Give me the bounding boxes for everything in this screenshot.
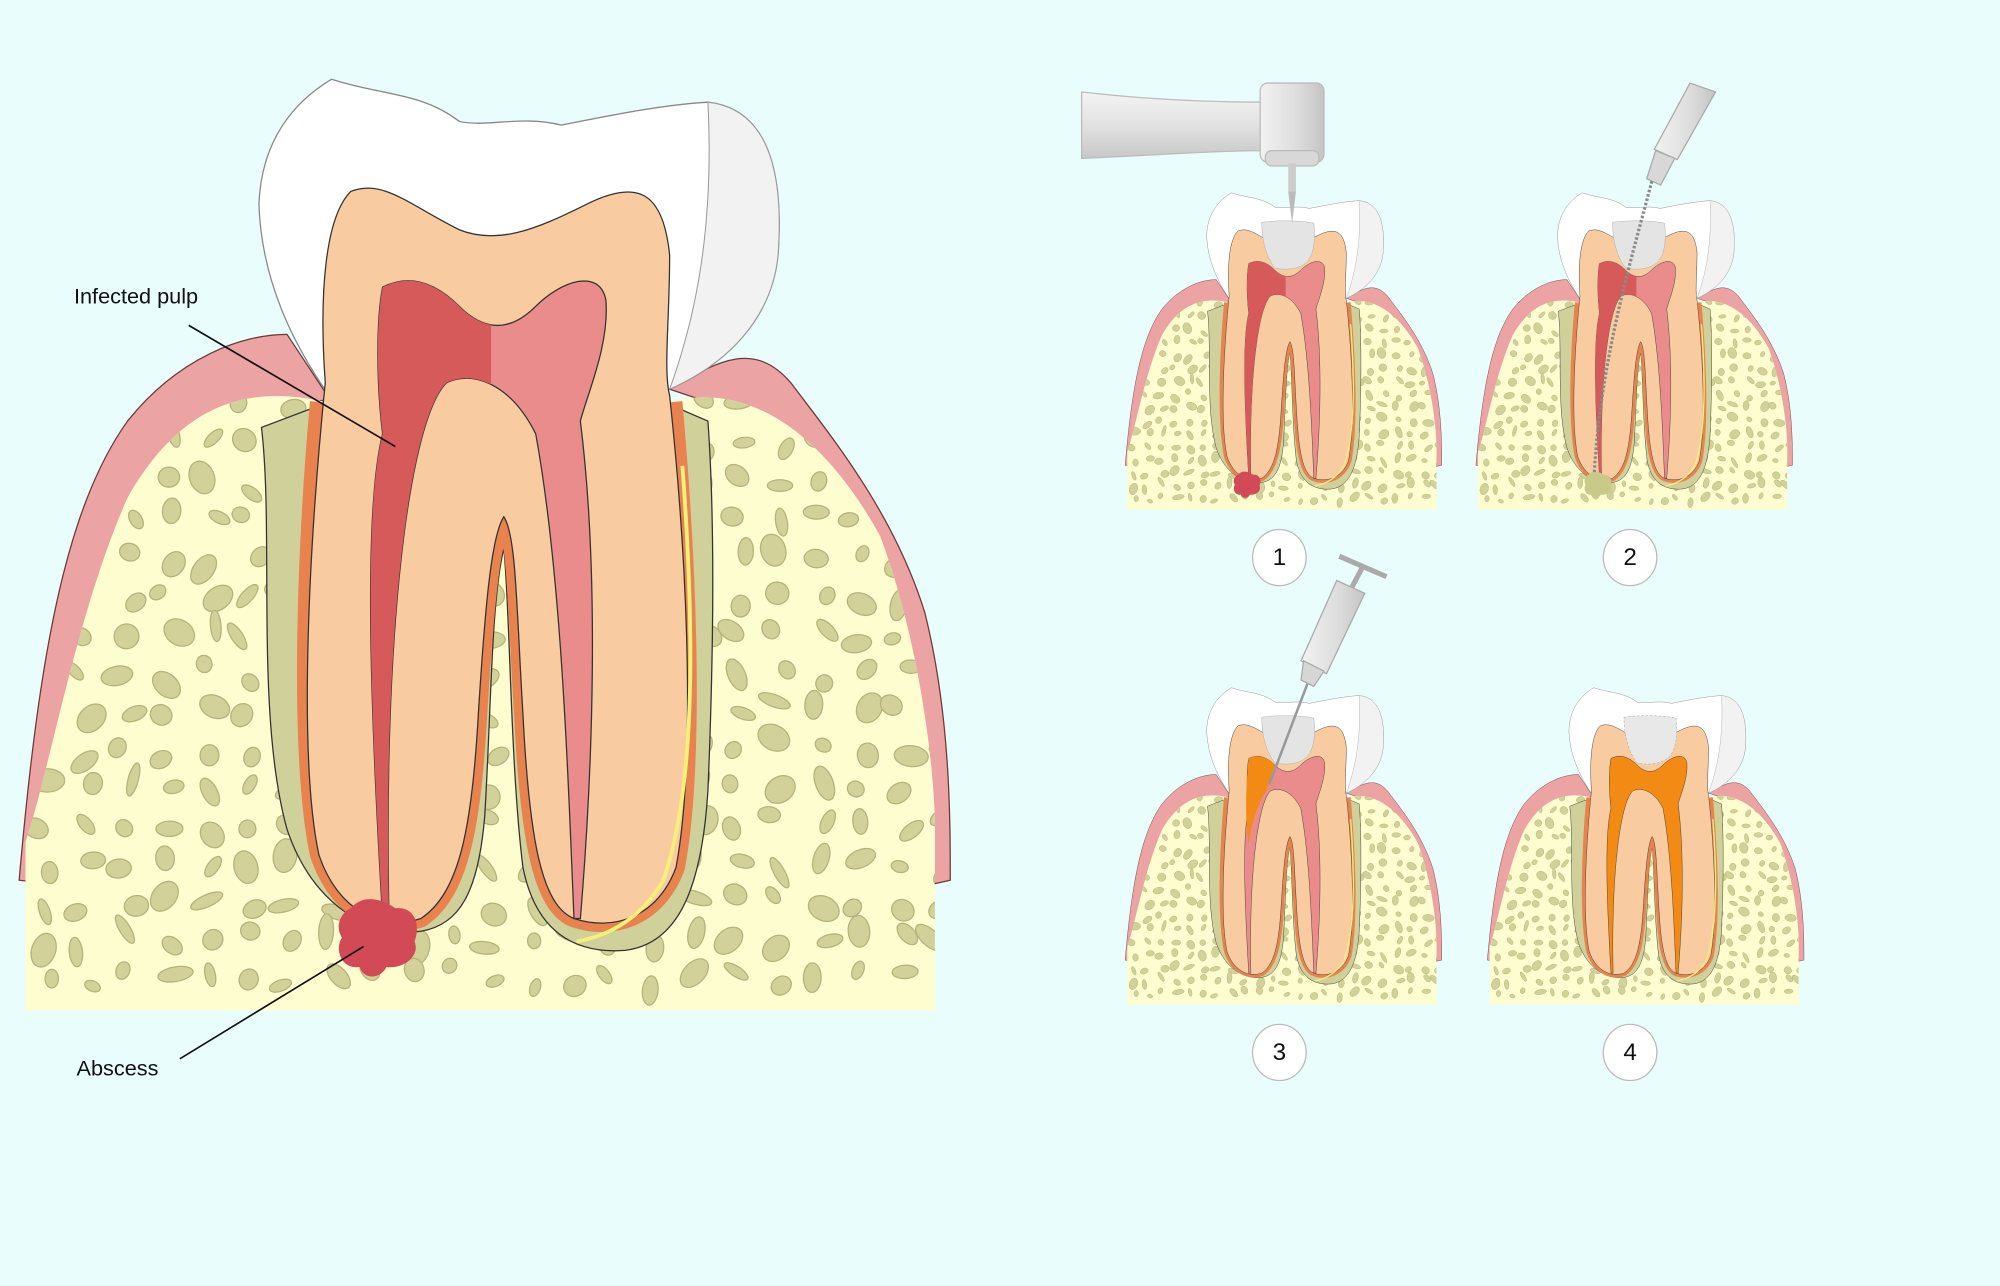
step-1-illustration: [1123, 193, 1447, 510]
step-number: 1: [1273, 544, 1286, 571]
infected-pulp-leader: [188, 324, 396, 448]
abscess-label: Abscess: [77, 1055, 159, 1080]
step-2-badge: 2: [1602, 528, 1658, 587]
step-4-illustration: [1485, 688, 1809, 1005]
step-4-badge: 4: [1602, 1023, 1658, 1082]
endodontic-file-icon: [1592, 82, 1717, 473]
step-number: 4: [1623, 1039, 1636, 1066]
step-3-illustration: [1123, 688, 1447, 1005]
step-2-illustration: [1474, 193, 1798, 510]
step-number: 3: [1273, 1039, 1286, 1066]
step-1-badge: 1: [1251, 528, 1307, 587]
dental-drill-icon: [1080, 82, 1325, 224]
syringe-icon: [1267, 553, 1388, 786]
infected-pulp-label: Infected pulp: [74, 284, 198, 309]
main-tooth-illustration: [14, 79, 966, 1010]
step-number: 2: [1623, 544, 1636, 571]
abscess-leader: [179, 945, 364, 1060]
step-3-badge: 3: [1251, 1023, 1307, 1082]
